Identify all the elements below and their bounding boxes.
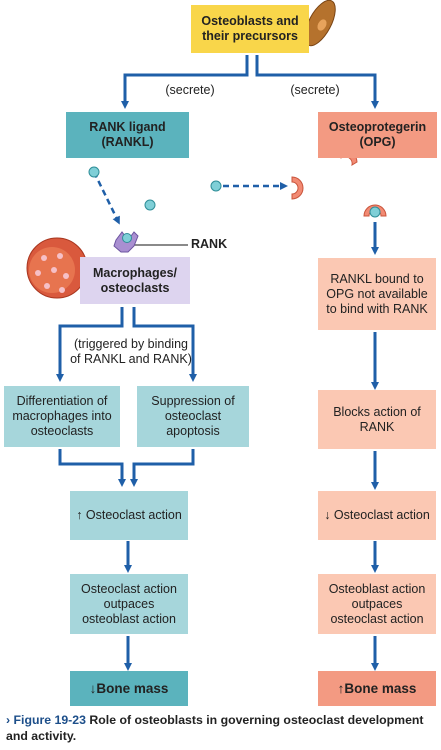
outpaces-left-node: Osteoclast action outpaces osteoblast ac…	[70, 574, 188, 634]
arrow-suppression-to-osteoclast-up	[130, 449, 195, 487]
macrophage-cell-icon	[26, 237, 88, 299]
osteoclast-down-node: ↓ Osteoclast action	[318, 491, 436, 540]
secrete-left-label: (secrete)	[165, 83, 215, 97]
arrow-macrophages-to-suppression	[132, 307, 197, 382]
opg-node: Osteoprotegerin (OPG)	[318, 112, 437, 158]
figure-caption-text: Role of osteoblasts in governing osteocl…	[6, 713, 424, 743]
rank-receptor-icon	[113, 231, 139, 253]
bone-mass-down-node: ↓Bone mass	[70, 671, 188, 706]
blocks-action-node: Blocks action of RANK	[318, 390, 436, 449]
figure-caption: › Figure 19-23 Role of osteoblasts in go…	[6, 712, 436, 744]
arrow-differentiation-to-osteoclast-up	[58, 449, 126, 487]
osteoclast-up-node: ↑ Osteoclast action	[70, 491, 188, 540]
dashed-arrow-rankl-to-rank	[92, 171, 120, 225]
differentiation-node: Differentiation of macrophages into oste…	[4, 386, 120, 447]
arrow-osteoblasts-to-rankl	[121, 55, 249, 109]
outpaces-right-node: Osteoblast action outpaces osteoclast ac…	[318, 574, 436, 634]
rank-label: RANK	[191, 237, 228, 251]
arrow-osteoblasts-to-opg	[255, 55, 379, 109]
osteoblasts-node: Osteoblasts and their precursors	[191, 5, 309, 53]
arrow-macrophages-to-differentiation	[56, 307, 124, 382]
rankl-bound-node: RANKL bound to OPG not available to bind…	[318, 258, 436, 330]
secrete-right-label: (secrete)	[290, 83, 340, 97]
opg-bound-rankl-icon	[363, 204, 387, 218]
suppression-node: Suppression of osteoclast apoptosis	[137, 386, 249, 447]
rankl-node: RANK ligand (RANKL)	[66, 112, 189, 158]
bone-mass-up-node: ↑Bone mass	[318, 671, 436, 706]
figure-number: › Figure 19-23	[6, 713, 86, 727]
macrophages-node: Macrophages/ osteoclasts	[80, 257, 190, 304]
triggered-label: (triggered by binding of RANKL and RANK)	[70, 337, 192, 366]
